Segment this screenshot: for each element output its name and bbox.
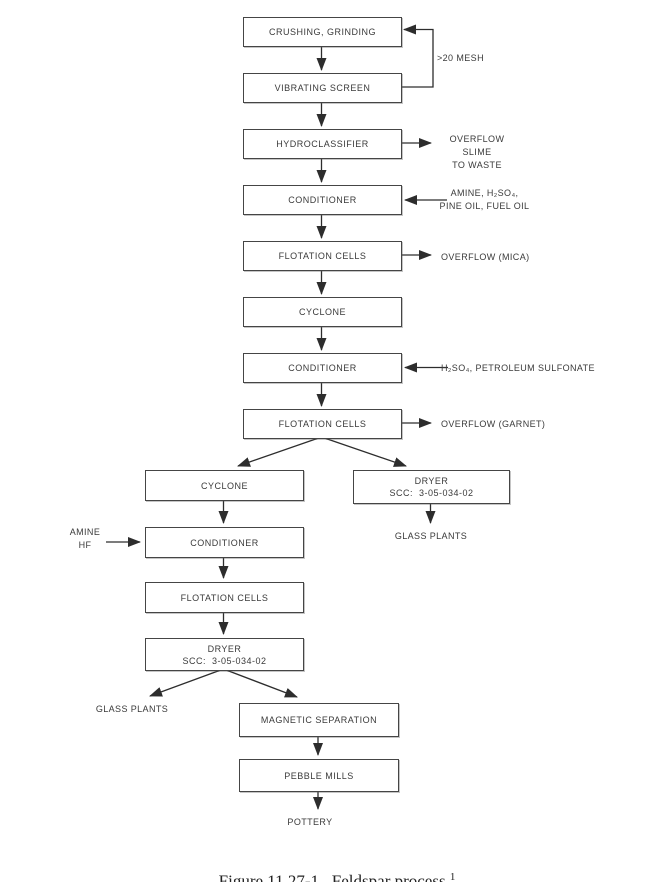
label-amine-hf: AMINE HF (60, 526, 110, 552)
node-magnetic-separation: MAGNETIC SEPARATION (239, 703, 399, 737)
node-dryer-1: DRYER SCC: 3-05-034-02 (353, 470, 510, 504)
node-conditioner-1: CONDITIONER (243, 185, 402, 215)
label-glass-plants-left: GLASS PLANTS (95, 704, 169, 714)
label-overflow-slime-line1: OVERFLOW SLIME (449, 134, 505, 157)
label-overflow-garnet: OVERFLOW (GARNET) (441, 419, 546, 429)
node-conditioner-2: CONDITIONER (243, 353, 402, 383)
node-pebble-mills: PEBBLE MILLS (239, 759, 399, 792)
label-conditioner1-reagents-line1: AMINE, H₂SO₄, (450, 188, 519, 198)
node-flotation-cells-2: FLOTATION CELLS (243, 409, 402, 439)
node-vibrating-screen: VIBRATING SCREEN (243, 73, 402, 103)
label-overflow-slime-line2: TO WASTE (452, 160, 502, 170)
dryer-2-scc: SCC: 3-05-034-02 (182, 655, 267, 666)
figure-caption-text: Figure 11.27-1. Feldspar process. (218, 871, 450, 882)
dryer-1-scc: SCC: 3-05-034-02 (389, 488, 474, 498)
label-pottery: POTTERY (287, 817, 333, 827)
label-overflow-mica: OVERFLOW (MICA) (441, 252, 530, 262)
node-hydroclassifier: HYDROCLASSIFIER (243, 129, 402, 159)
label-overflow-slime: OVERFLOW SLIME TO WASTE (434, 133, 520, 172)
label-conditioner1-reagents-line2: PINE OIL, FUEL OIL (439, 201, 530, 211)
node-conditioner-3: CONDITIONER (145, 527, 304, 558)
recycle-loop-arrow (400, 24, 434, 88)
node-dryer-2: DRYER SCC: 3-05-034-02 (145, 638, 304, 671)
dryer-2-title: DRYER (207, 643, 242, 654)
label-conditioner2-reagents: H₂SO₄, PETROLEUM SULFONATE (441, 363, 595, 373)
dryer-1-title: DRYER (414, 476, 449, 486)
label-glass-plants-right: GLASS PLANTS (394, 531, 468, 541)
figure-caption: Figure 11.27-1. Feldspar process.1 (0, 851, 657, 882)
label-hf: HF (78, 540, 92, 550)
node-flotation-cells-1: FLOTATION CELLS (243, 241, 402, 271)
node-cyclone-1: CYCLONE (243, 297, 402, 327)
node-flotation-cells-3: FLOTATION CELLS (145, 582, 304, 613)
node-crushing-grinding: CRUSHING, GRINDING (243, 17, 402, 47)
node-cyclone-2: CYCLONE (145, 470, 304, 501)
figure-caption-footnote: 1 (449, 871, 456, 882)
label-amine: AMINE (69, 527, 101, 537)
label-conditioner1-reagents: AMINE, H₂SO₄, PINE OIL, FUEL OIL (436, 187, 533, 213)
label-recycle-mesh: >20 MESH (437, 53, 484, 63)
